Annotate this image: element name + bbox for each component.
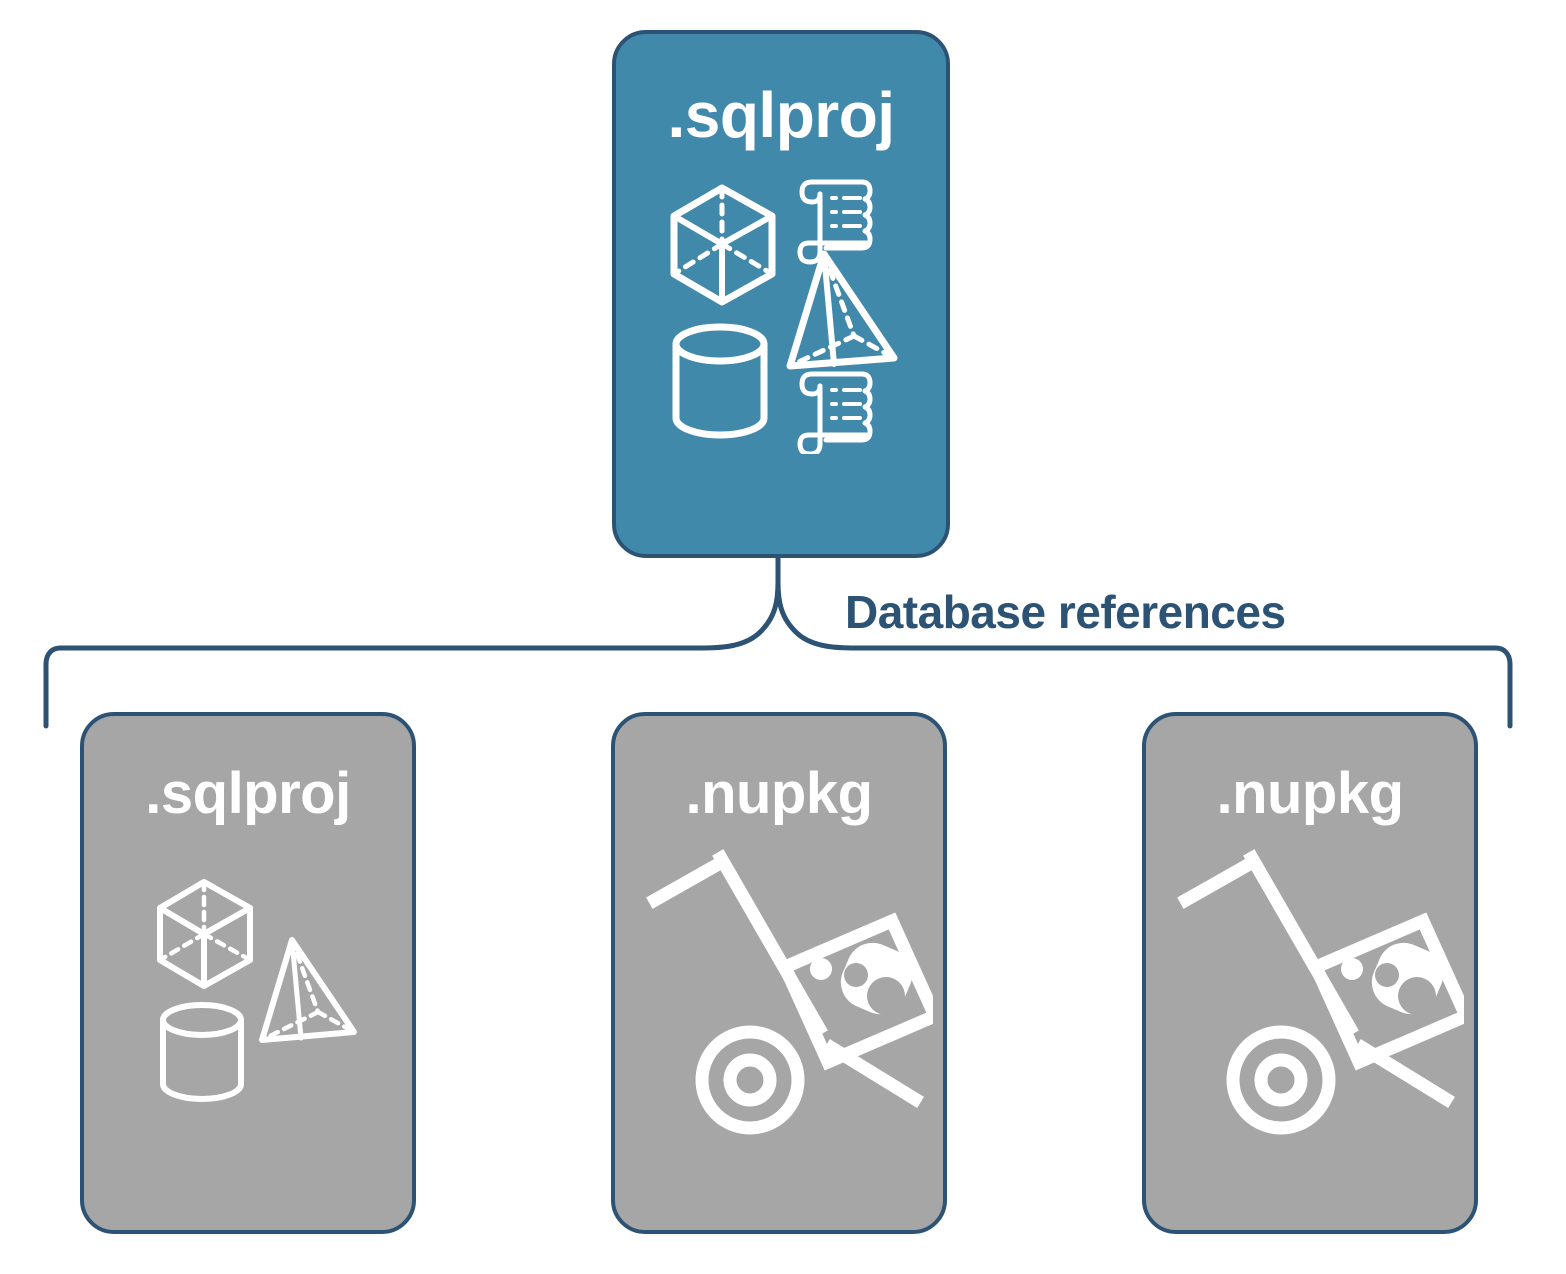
scroll-icon — [797, 179, 873, 265]
sqlproj-reference-card[interactable]: .sqlproj — [80, 712, 416, 1234]
sqlproj-reference-label: .sqlproj — [145, 761, 351, 826]
cylinder-icon — [160, 1002, 244, 1102]
hand-truck-package-icon — [646, 849, 944, 1135]
nupkg-reference-icons-2 — [1174, 836, 1475, 1136]
database-references-label: Database references — [845, 586, 1286, 638]
hand-truck-package-icon — [1177, 849, 1475, 1135]
pyramid-icon — [259, 937, 357, 1043]
sqlproj-reference-icons — [146, 866, 378, 1116]
cube-icon — [157, 879, 253, 989]
nupkg-reference-card-1[interactable]: .nupkg — [611, 712, 947, 1234]
nupkg-reference-label-1: .nupkg — [685, 761, 873, 826]
scroll-icon — [797, 371, 873, 457]
sqlproj-project-icons — [660, 164, 910, 457]
cube-icon — [670, 184, 776, 306]
nupkg-reference-label-2: .nupkg — [1216, 761, 1404, 826]
nupkg-reference-card-2[interactable]: .nupkg — [1142, 712, 1478, 1234]
pyramid-icon — [786, 250, 898, 370]
sqlproj-project-label: .sqlproj — [667, 79, 895, 151]
sqlproj-project-card[interactable]: .sqlproj — [612, 30, 950, 558]
nupkg-reference-icons-1 — [643, 836, 944, 1136]
cylinder-icon — [672, 323, 768, 439]
